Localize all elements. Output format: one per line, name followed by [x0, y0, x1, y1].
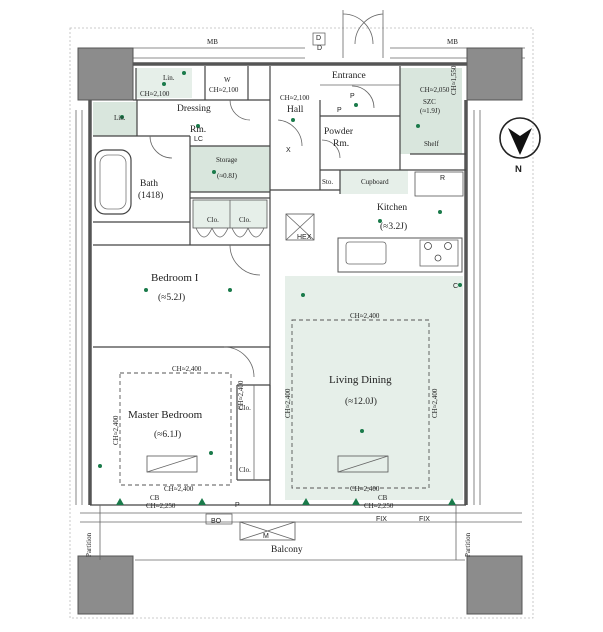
ac-unit-master: [146, 455, 198, 473]
column-top-right: [466, 47, 523, 101]
site-boundary: [69, 27, 534, 619]
c-label: C: [453, 283, 458, 290]
szc-label: SZC: [423, 98, 436, 106]
refrigerator-label: R: [440, 175, 445, 182]
cb1-label: CB: [150, 494, 160, 502]
living-ceiling-outline: [291, 319, 430, 489]
ch-living-left: CH≈2,400: [284, 388, 292, 418]
clo3-label: Clo.: [239, 404, 251, 412]
door-arcs: [149, 85, 375, 378]
ch-dressing: CH≈2,100: [140, 90, 170, 98]
storage-shade: [190, 146, 270, 192]
powder-rm-label: Rm.: [333, 139, 349, 149]
ch-living-right: CH≈2,400: [431, 388, 439, 418]
outlet-dots: [98, 71, 462, 468]
ch-1550: CH≈1,550: [450, 65, 458, 95]
bathtub: [94, 149, 132, 215]
kitchen-counter: [337, 237, 463, 273]
cupboard-shade: [340, 170, 408, 194]
living-label: Living Dining: [329, 374, 392, 386]
ch-bottom2: CH≈2,400: [350, 485, 380, 493]
living-shade: [285, 276, 463, 500]
entrance-label: Entrance: [332, 71, 366, 81]
mb-right-label: MB: [447, 38, 458, 46]
clo4-label: Clo.: [239, 466, 251, 474]
mb-door[interactable]: [342, 10, 384, 58]
cb2-label: CB: [378, 494, 388, 502]
d-tag-box: [312, 32, 326, 46]
compass-label: N: [515, 164, 522, 175]
ch-bottom1: CH≈2,400: [164, 485, 194, 493]
ch-2250-2: CH≈2,250: [364, 502, 394, 510]
triangle-markers: [116, 498, 456, 505]
bo-label: BO: [211, 518, 222, 525]
ac-unit-living: [337, 455, 389, 473]
master-size-label: (≈6.1J): [154, 429, 181, 440]
fix2-label: FIX: [419, 516, 430, 523]
mb-door-tag-d: D: [316, 35, 321, 42]
interior-walls: [93, 66, 466, 505]
kitchen-back-counter: [414, 171, 464, 197]
partition-left-label: Partition: [85, 532, 93, 557]
szc-size-label: (≈1.9J): [420, 107, 441, 115]
sto-label: Sto.: [322, 178, 333, 186]
master-ceiling-outline: [119, 372, 232, 486]
storage-label: Storage: [216, 156, 237, 164]
bedroom1-label: Bedroom I: [151, 272, 199, 284]
ch-living: CH≈2,400: [350, 312, 380, 320]
hex-label: HEX: [297, 234, 312, 241]
cupboard-label: Cupboard: [361, 178, 389, 186]
lin-top-label: Lin.: [163, 74, 175, 82]
kitchen-label: Kitchen: [377, 203, 407, 213]
d2-label: D: [317, 45, 322, 52]
dressing-label: Dressing: [177, 104, 211, 114]
balcony-area: [80, 505, 522, 561]
dressing-rm-label: Rm.: [190, 125, 206, 135]
column-bottom-left: [77, 555, 134, 615]
column-bottom-right: [466, 555, 523, 615]
clo1-label: Clo.: [207, 216, 219, 224]
north-compass-icon: [499, 117, 541, 159]
bath-size-label: (1418): [138, 190, 163, 201]
lc-label: LC: [194, 136, 203, 143]
bedroom1-size-label: (≈5.2J): [158, 292, 185, 303]
storage-size-label: (≈0.8J): [217, 172, 238, 180]
hall-label: Hall: [287, 105, 304, 115]
lin-left-shade: [93, 102, 137, 136]
ch-2050: CH≈2,050: [420, 86, 450, 94]
p1-label: P: [235, 502, 240, 509]
ch-master-left: CH≈2,400: [112, 415, 120, 445]
ch-wic: CH≈2,100: [209, 86, 239, 94]
master-label: Master Bedroom: [128, 409, 203, 421]
p2-label: P: [337, 107, 342, 114]
ch-master-top: CH≈2,400: [172, 365, 202, 373]
ch-hall: CH≈2,100: [280, 94, 310, 102]
x-label: X: [286, 147, 291, 154]
bath-label: Bath: [140, 179, 158, 189]
szc-shade: [400, 68, 462, 154]
living-size-label: (≈12.0J): [345, 396, 377, 407]
m-label: M: [263, 533, 269, 540]
fix1-label: FIX: [376, 516, 387, 523]
ch-master-right: CH≈2,400: [237, 380, 245, 410]
ch-2250-1: CH≈2,250: [146, 502, 176, 510]
hex-unit: [285, 213, 315, 241]
clo2-label: Clo.: [239, 216, 251, 224]
closet-bedroom1: [192, 199, 268, 238]
partition-right-label: Partition: [464, 532, 472, 557]
wic-label: W: [224, 76, 231, 84]
p3-label: P: [350, 93, 355, 100]
shelf-label: Shelf: [424, 140, 439, 148]
powder-label: Powder: [324, 127, 354, 137]
lin-left-label: Lin.: [114, 114, 126, 122]
balcony-label: Balcony: [271, 545, 303, 555]
kitchen-size-label: (≈3.2J): [380, 221, 407, 232]
mb-left-label: MB: [207, 38, 218, 46]
column-top-left: [77, 47, 134, 101]
